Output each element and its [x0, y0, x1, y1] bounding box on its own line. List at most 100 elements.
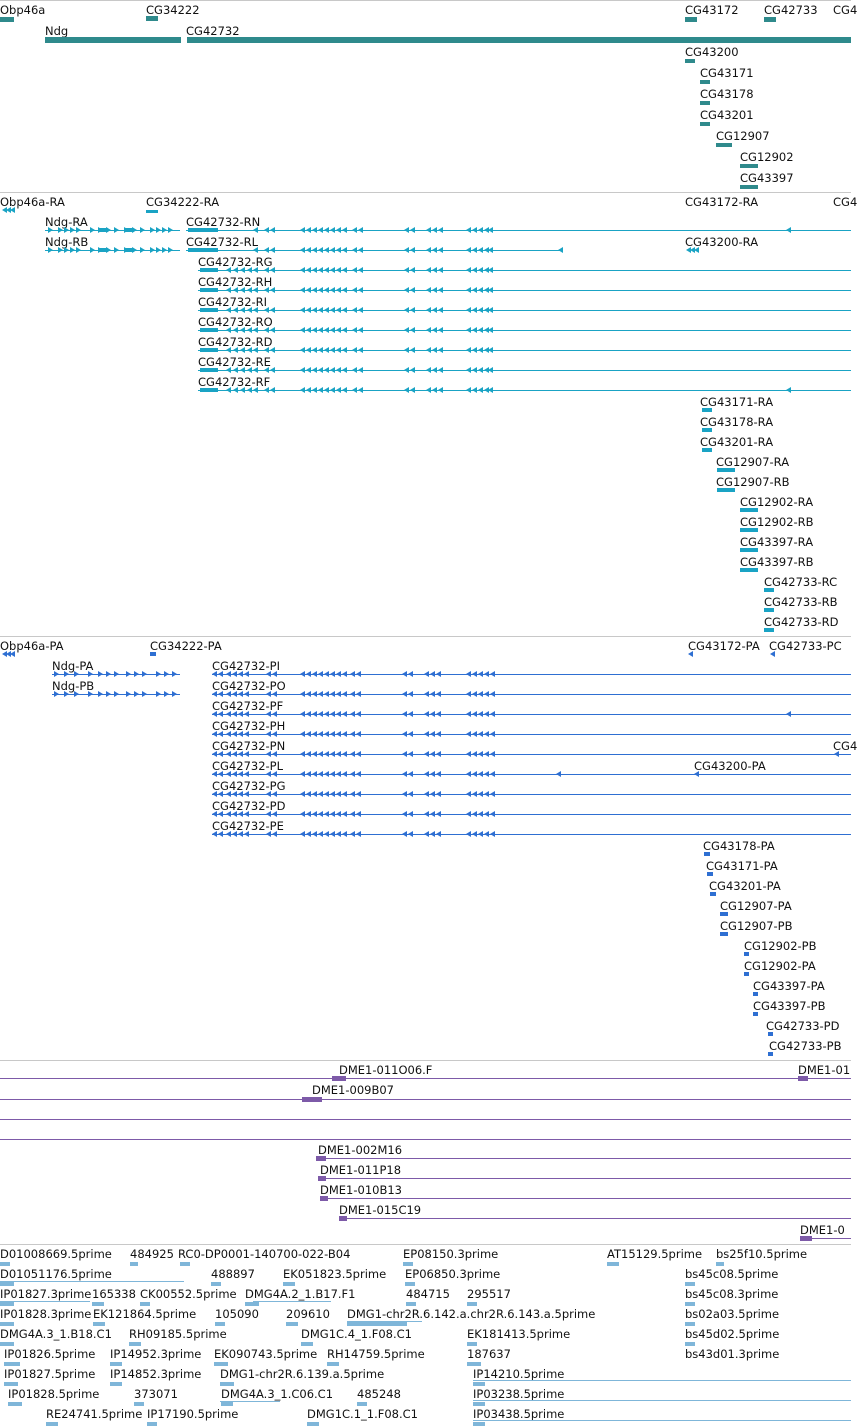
transcript-label[interactable]: CG12902-RA [740, 495, 814, 509]
est-block[interactable] [214, 1362, 228, 1366]
feature-block[interactable] [768, 1032, 773, 1036]
est-block[interactable] [716, 1262, 724, 1266]
transcript-label[interactable]: CG43172-RA [685, 195, 759, 209]
est-label[interactable]: DMG4A.2_1.B17.F1 [245, 1287, 356, 1301]
protein-label[interactable]: CG42732-PF [212, 699, 284, 713]
est-label[interactable]: DMG1C.4_1.F08.C1 [301, 1327, 412, 1341]
feature-block[interactable] [700, 80, 710, 84]
est-label[interactable]: IP01826.5prime [4, 1347, 96, 1361]
est-label[interactable]: RH09185.5prime [129, 1327, 227, 1341]
transcript-label[interactable]: CG43171-RA [700, 395, 774, 409]
transcript-label[interactable]: Ndg-RB [45, 235, 89, 249]
feature-block[interactable] [188, 248, 218, 252]
est-label[interactable]: bs43d01.3prime [685, 1347, 780, 1361]
est-block[interactable] [220, 1382, 234, 1386]
est-label[interactable]: IP01827.3prime [0, 1287, 92, 1301]
est-label[interactable]: DMG4A.3_1.C06.C1 [221, 1387, 334, 1401]
est-block[interactable] [286, 1322, 298, 1326]
feature-block[interactable] [200, 268, 218, 272]
est-block[interactable] [129, 1342, 141, 1346]
est-block[interactable] [4, 1362, 20, 1366]
est-label[interactable]: RE24741.5prime [46, 1407, 143, 1421]
transcript-label[interactable]: CG12907-RA [716, 455, 790, 469]
protein-label[interactable]: CG34222-PA [150, 639, 222, 653]
est-block[interactable] [406, 1302, 416, 1306]
protein-label[interactable]: CG42732-PG [212, 779, 286, 793]
est-label[interactable]: EK051823.5prime [283, 1267, 387, 1281]
protein-label[interactable]: CG43178-PA [703, 839, 775, 853]
feature-block[interactable] [700, 101, 710, 105]
est-block[interactable] [147, 1422, 157, 1426]
est-block[interactable] [473, 1402, 485, 1406]
gene-label[interactable]: CG43178 [700, 87, 754, 101]
est-block[interactable] [0, 1282, 14, 1286]
est-label[interactable]: 105090 [215, 1307, 259, 1321]
est-block[interactable] [110, 1362, 122, 1366]
feature-block[interactable] [764, 17, 776, 22]
est-block[interactable] [685, 1322, 695, 1326]
est-block[interactable] [467, 1342, 477, 1346]
feature-block[interactable] [744, 952, 749, 956]
gene-label[interactable]: CG4 [833, 3, 857, 17]
transcript-label[interactable]: CG42732-RD [198, 335, 273, 349]
gene-block[interactable] [187, 37, 851, 43]
est-label[interactable]: IP03438.5prime [473, 1407, 565, 1421]
protein-label[interactable]: CG42733-PD [766, 1019, 840, 1033]
feature-block[interactable] [200, 348, 218, 352]
est-label[interactable]: IP14952.3prime [110, 1347, 202, 1361]
feature-block[interactable] [200, 328, 218, 332]
protein-label[interactable]: CG43201-PA [709, 879, 781, 893]
gene-block[interactable] [45, 37, 181, 43]
feature-block[interactable] [764, 608, 774, 612]
feature-block[interactable] [200, 388, 218, 392]
protein-label[interactable]: CG12907-PB [720, 919, 793, 933]
protein-label[interactable]: CG12902-PA [744, 959, 816, 973]
transcript-label[interactable]: Ndg-RA [45, 215, 88, 229]
transcript-label[interactable]: CG43200-RA [685, 235, 759, 249]
est-block[interactable] [245, 1302, 259, 1306]
feature-block[interactable] [302, 1097, 322, 1102]
feature-block[interactable] [744, 972, 749, 976]
est-block[interactable] [130, 1262, 138, 1266]
feature-block[interactable] [685, 59, 695, 63]
feature-block[interactable] [717, 468, 735, 472]
est-block[interactable] [0, 1302, 14, 1306]
protein-label[interactable]: CG43200-PA [694, 759, 766, 773]
feature-block[interactable] [188, 228, 218, 232]
transcript-label[interactable]: CG42733-RC [764, 575, 838, 589]
transcript-label[interactable]: CG42733-RD [764, 615, 839, 629]
est-block[interactable] [46, 1422, 58, 1426]
protein-label[interactable]: Obp46a-PA [0, 639, 64, 653]
est-block[interactable] [347, 1322, 407, 1326]
est-label[interactable]: D01051176.5prime [0, 1267, 112, 1281]
est-label[interactable]: 209610 [286, 1307, 330, 1321]
gene-block[interactable] [0, 17, 14, 22]
gene-label[interactable]: Ndg [45, 24, 69, 38]
protein-label[interactable]: CG12907-PA [720, 899, 792, 913]
est-label[interactable]: 484715 [406, 1287, 450, 1301]
est-block[interactable] [357, 1402, 367, 1406]
protein-label[interactable]: CG42732-PL [212, 759, 284, 773]
est-label[interactable]: D01008669.5prime [0, 1247, 112, 1261]
clone-label[interactable]: DME1-015C19 [339, 1203, 422, 1217]
feature-block[interactable] [753, 1012, 758, 1016]
feature-block[interactable] [98, 248, 108, 252]
feature-block[interactable] [740, 164, 758, 168]
feature-block[interactable] [200, 368, 218, 372]
est-block[interactable] [307, 1422, 319, 1426]
est-block[interactable] [110, 1382, 122, 1386]
est-block[interactable] [685, 1302, 695, 1306]
clone-label[interactable]: DME1-009B07 [312, 1083, 394, 1097]
transcript-label[interactable]: CG42732-RI [198, 295, 268, 309]
est-label[interactable]: bs02a03.5prime [685, 1307, 780, 1321]
est-label[interactable]: bs45d02.5prime [685, 1327, 780, 1341]
est-block[interactable] [211, 1282, 221, 1286]
est-label[interactable]: IP01828.5prime [8, 1387, 100, 1401]
est-label[interactable]: EP06850.3prime [405, 1267, 501, 1281]
est-label[interactable]: DMG1C.1_1.F08.C1 [307, 1407, 418, 1421]
est-block[interactable] [8, 1402, 22, 1406]
est-block[interactable] [467, 1302, 477, 1306]
est-block[interactable] [93, 1322, 105, 1326]
gene-label[interactable]: CG12902 [740, 150, 794, 164]
feature-block[interactable] [318, 1176, 326, 1181]
